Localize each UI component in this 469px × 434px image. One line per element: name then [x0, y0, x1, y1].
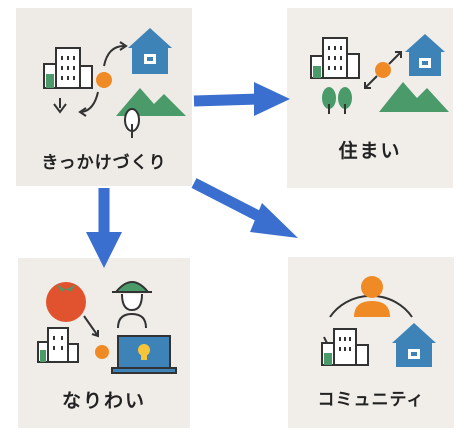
- cycle-arrow-icon: [103, 45, 125, 67]
- circle-icon: [96, 72, 112, 88]
- arrowhead-icon: [86, 232, 122, 268]
- community-illustration: [321, 276, 436, 367]
- down-right-arrow-icon: [83, 315, 99, 338]
- node-label: 住まい: [338, 140, 402, 162]
- mountain-icon: [379, 82, 449, 112]
- house-icon: [405, 34, 445, 76]
- building-accent: [324, 353, 332, 365]
- node-label: きっかけづくり: [41, 153, 167, 173]
- edge-kikkake-nariwai: [86, 188, 122, 268]
- tomato-icon: [46, 282, 86, 322]
- circle-icon: [375, 62, 391, 78]
- edge-kikkake-community: [191, 178, 298, 238]
- tree-icon: [322, 87, 352, 114]
- laptop-icon: [111, 335, 177, 374]
- node-kikkake: きっかけづくり: [16, 8, 192, 186]
- node-label: コミュニティ: [317, 390, 425, 410]
- house-icon: [128, 28, 172, 74]
- house-icon: [392, 323, 436, 367]
- tree-icon: [124, 108, 140, 138]
- down-left-arrow-icon: [364, 75, 378, 89]
- kikkake-illustration: [43, 28, 186, 138]
- building-accent: [40, 350, 46, 362]
- node-nariwai: なりわい: [18, 258, 190, 428]
- building-accent: [46, 74, 54, 88]
- sumai-illustration: [310, 34, 449, 114]
- down-arrow-icon: [53, 98, 67, 114]
- node-community: コミュニティ: [288, 257, 454, 428]
- arrowhead-icon: [78, 107, 87, 117]
- edge-kikkake-sumai: [193, 82, 290, 116]
- circle-icon: [95, 345, 109, 359]
- person-icon: [354, 276, 390, 317]
- arrowhead-icon: [119, 41, 128, 51]
- arrowhead-icon: [250, 203, 298, 238]
- farmer-icon: [112, 281, 152, 329]
- cycle-arrow-icon: [81, 91, 99, 113]
- node-label: なりわい: [61, 390, 146, 412]
- arrowhead-icon: [254, 82, 290, 116]
- up-right-arrow-icon: [388, 51, 402, 65]
- node-sumai: 住まい: [287, 8, 453, 188]
- building-accent: [313, 66, 321, 78]
- nariwai-illustration: [37, 281, 177, 374]
